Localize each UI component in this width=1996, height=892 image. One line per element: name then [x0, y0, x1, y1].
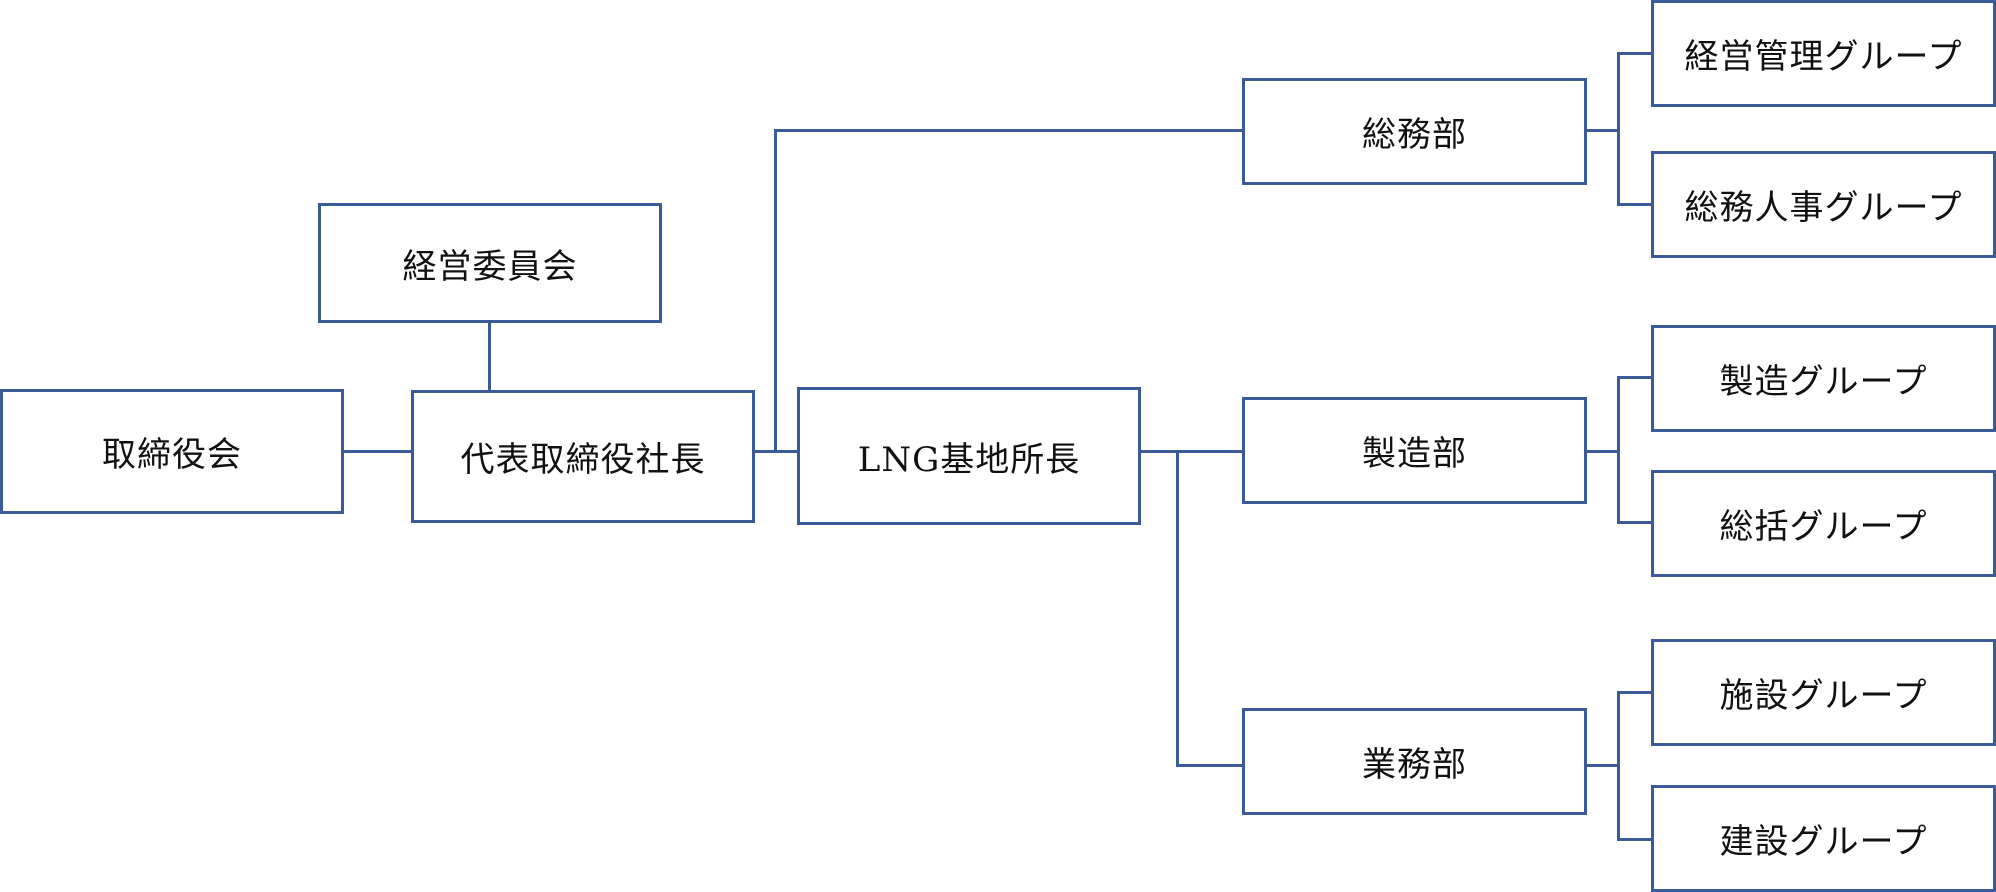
node-general-affairs-dept: 総務部 [1242, 78, 1587, 185]
node-construction-group: 建設グループ [1651, 785, 1996, 892]
connector-board-president [342, 450, 414, 453]
connector-to-operations [1176, 764, 1244, 767]
connector-to-management-admin [1617, 52, 1653, 55]
connector-trunk-general-affairs [774, 129, 777, 451]
connector-operations-groups [1584, 764, 1619, 767]
node-management-committee: 経営委員会 [318, 203, 662, 323]
connector-director-manufacturing [1138, 450, 1244, 453]
connector-to-construction [1617, 838, 1653, 841]
connector-manufacturing-groups [1584, 450, 1619, 453]
node-management-admin-group: 経営管理グループ [1651, 0, 1996, 107]
connector-president-director [752, 450, 800, 453]
connector-general-affairs-vertical [1617, 52, 1620, 206]
connector-operations-vertical [1617, 691, 1620, 841]
connector-general-affairs-groups [1584, 129, 1619, 132]
node-general-group: 総括グループ [1651, 470, 1996, 577]
connector-to-facilities [1617, 691, 1653, 694]
node-lng-base-director: LNG基地所長 [797, 387, 1141, 525]
connector-trunk-operations [1176, 450, 1179, 767]
node-facilities-group: 施設グループ [1651, 639, 1996, 746]
connector-to-general-group [1617, 521, 1653, 524]
node-manufacturing-dept: 製造部 [1242, 397, 1587, 504]
node-operations-dept: 業務部 [1242, 708, 1587, 815]
node-general-affairs-hr-group: 総務人事グループ [1651, 151, 1996, 258]
node-board: 取締役会 [0, 389, 344, 514]
connector-to-general-affairs-hr [1617, 203, 1653, 206]
node-manufacturing-group: 製造グループ [1651, 325, 1996, 432]
node-president: 代表取締役社長 [411, 390, 755, 523]
connector-committee-president [488, 321, 491, 391]
connector-to-manufacturing-group [1617, 376, 1653, 379]
connector-manufacturing-vertical [1617, 376, 1620, 524]
connector-to-general-affairs [774, 129, 1244, 132]
